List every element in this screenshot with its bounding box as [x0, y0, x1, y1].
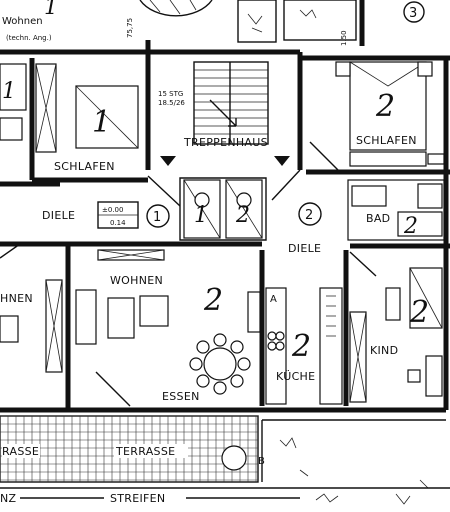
- room-left-partial: HNEN: [0, 243, 63, 373]
- stair-ratio-label: 18.5/26: [158, 99, 185, 107]
- nightstand-right-b: [417, 61, 433, 77]
- handwritten-unit-wc-right: 2: [235, 203, 250, 228]
- handwritten-top-left: 1: [44, 0, 58, 20]
- desk-kind: [385, 287, 401, 321]
- compass-hatch: [149, 0, 197, 15]
- unit-1-marker: [146, 204, 170, 228]
- room-label-diele-left: DIELE: [42, 209, 75, 222]
- room-label-treppenhaus: TREPPENHAUS: [183, 136, 268, 149]
- shelf-kind: [425, 355, 443, 397]
- room-label-schlafen-right: SCHLAFEN: [356, 134, 417, 147]
- compass-arc: [139, 0, 213, 17]
- room-label-streifen: STREIFEN: [110, 492, 165, 505]
- unit-3-marker: [403, 1, 425, 23]
- unit-3-number: 3: [409, 6, 417, 21]
- dining-table: [203, 347, 237, 381]
- nightstand-right-a: [335, 61, 351, 77]
- dimension-left: 75,75: [126, 18, 134, 38]
- handwritten-unit-kind: 2: [409, 295, 429, 330]
- handwritten-unit-bad: 2: [403, 214, 418, 239]
- header-area: Wohnen (techn. Ang.) 75,75 1.50 3: [2, 0, 425, 46]
- stair-count-label: 15 STG: [158, 90, 183, 98]
- dining-chair: [230, 340, 244, 354]
- stool-kind: [407, 369, 421, 383]
- radiator-wohnen: [247, 291, 261, 333]
- top-planter-box: [237, 0, 277, 43]
- kitchen-cabinet: [319, 287, 343, 405]
- level-top: ±0.00: [102, 206, 123, 214]
- unit-2-number: 2: [305, 208, 313, 223]
- dining-chair: [213, 381, 227, 395]
- bad-sink: [351, 185, 387, 207]
- room-label-kind: KIND: [370, 344, 398, 357]
- room-label-kueche: KÜCHE: [276, 370, 315, 383]
- wc-block: 1 2: [183, 179, 263, 239]
- dimension-right: 1.50: [340, 30, 348, 46]
- room-label-diele-right: DIELE: [288, 242, 321, 255]
- table-wohnen: [107, 297, 135, 339]
- plant-sketch: [247, 9, 317, 33]
- terrace-table: [221, 445, 247, 471]
- room-kind: 2 KIND: [349, 267, 443, 403]
- arrow-marker-right: [274, 156, 290, 166]
- room-label-schlafen-left: SCHLAFEN: [54, 160, 115, 173]
- room-label-bad: BAD: [366, 212, 390, 225]
- chair-left-lower: [0, 315, 19, 343]
- armchair-wohnen: [139, 295, 169, 327]
- garden-sketch: [279, 437, 429, 489]
- bush-sketch: [315, 493, 411, 505]
- room-schlafen-left: SCHLAFEN 1: [35, 63, 139, 173]
- handwritten-unit-bath-left: 1: [2, 79, 16, 104]
- level-bottom: 0.14: [110, 219, 126, 227]
- header-wohnen-label: Wohnen: [2, 16, 43, 27]
- terrace: RASSE TERRASSE B: [0, 415, 446, 489]
- dining-chair: [189, 357, 203, 371]
- dining-chair: [230, 374, 244, 388]
- room-diele-right: 2 DIELE: [271, 141, 377, 277]
- bathtub-left: [0, 63, 27, 111]
- header-techn-label: (techn. Ang.): [6, 34, 52, 42]
- terrace-label-bg: [114, 444, 188, 458]
- walls: [0, 0, 450, 413]
- handwritten-unit-schlafen-right: 2: [375, 89, 395, 124]
- sink-left: [0, 117, 23, 141]
- kitchen-mark-a: A: [270, 294, 277, 305]
- handwritten-unit-wohnen: 2: [203, 283, 223, 318]
- dining-chair: [196, 374, 210, 388]
- dining-chair: [196, 340, 210, 354]
- unit-2-marker: [298, 202, 322, 226]
- top-balcony-box: [283, 0, 357, 41]
- bed-right: [349, 61, 427, 151]
- room-diele-left: DIELE ±0.00 0.14 1: [42, 175, 181, 229]
- room-label-essen: ESSEN: [162, 390, 200, 403]
- streifen-strip: NZ STREIFEN: [0, 487, 450, 505]
- radiator-right: [427, 153, 445, 165]
- room-kueche: A 2 KÜCHE: [265, 287, 343, 405]
- bad-tub: [397, 211, 443, 237]
- room-label-wohnen-cut: HNEN: [0, 292, 33, 305]
- unit-1-number: 1: [153, 210, 161, 225]
- terrace-label-left-bg: [2, 444, 40, 458]
- staircase: 15 STG 18.5/26 TREPPENHAUS: [158, 61, 290, 166]
- handwritten-unit-wc-left: 1: [194, 203, 208, 228]
- arrow-marker-left: [160, 156, 176, 166]
- sofa-wohnen: [75, 289, 97, 345]
- dresser-right: [349, 151, 427, 167]
- handwritten-unit-schlafen-left: 1: [92, 105, 111, 140]
- dining-chair: [213, 333, 227, 347]
- dining-chair: [237, 357, 251, 371]
- room-label-terrasse: TERRASSE: [115, 445, 175, 458]
- bath-left: 1: [0, 63, 27, 141]
- handwritten-unit-kueche: 2: [291, 329, 311, 364]
- room-label-wohnen: WOHNEN: [110, 274, 163, 287]
- room-schlafen-right: SCHLAFEN 2: [335, 61, 445, 167]
- streifen-prefix: NZ: [0, 492, 17, 505]
- bad-toilet: [417, 183, 443, 209]
- room-wohnen: WOHNEN 2 ESSEN: [75, 249, 261, 407]
- room-label-terrasse-left: RASSE: [2, 445, 39, 458]
- room-bad: BAD 2: [347, 179, 445, 241]
